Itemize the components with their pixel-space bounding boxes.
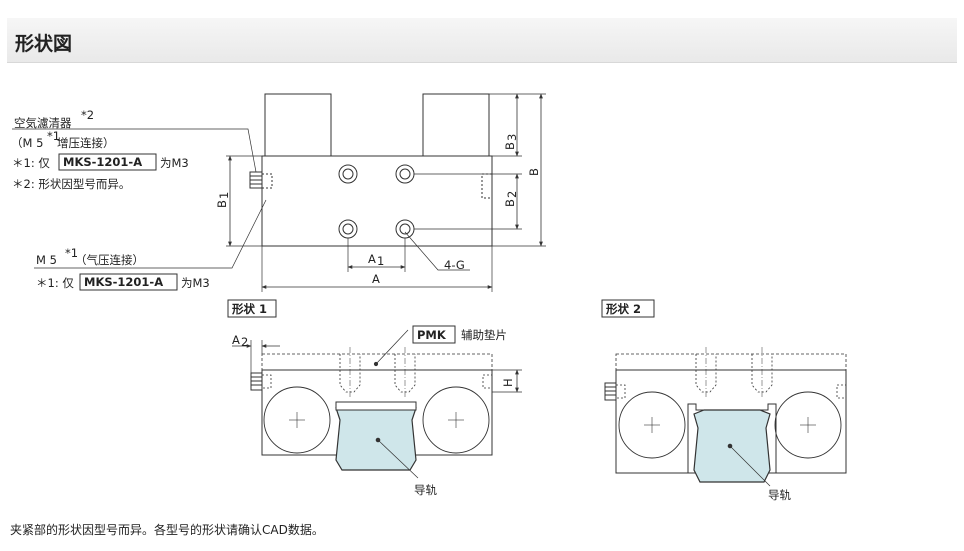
note1-prefix: ＊1: 仅 [12,156,50,170]
note1b-prefix: ＊1: 仅 [36,276,74,290]
dim-a2-label: A [232,333,240,347]
note1-suffix: 为M3 [160,156,189,170]
dim-a1-sub: 1 [377,254,384,268]
m5-boost-open: （M 5 [11,136,43,150]
dim-b2-label: B [503,199,517,207]
pmk-label: PMK [417,328,447,342]
air-filter-label: 空気濾清器 [14,116,72,130]
shape2-view [601,299,847,487]
dim-b3-sub: 3 [505,134,519,141]
m5-pressure-mark: *1 [65,246,78,260]
section-header: 形状図 [7,18,957,63]
dim-b1-sub: 1 [217,192,231,199]
caption: 夹紧部的形状因型号而异。各型号的形状请确认CAD数据。 [10,523,324,537]
dim-b2-sub: 2 [505,191,519,198]
dim-a2-sub: 2 [241,335,248,349]
rail-label-2: 导轨 [768,488,791,502]
dim-b-label: B [527,168,541,176]
rail-label-1: 导轨 [414,483,437,497]
shape1-labels: 形状 1 PMK 辅助垫片 导轨 H A 2 [232,302,515,497]
dim-a-label: A [372,272,380,286]
model-code: MKS-1201-A [63,155,142,169]
shape2-labels: 形状 2 导轨 [606,302,791,502]
dim-h-label: H [501,378,515,387]
dim-a1-label: A [368,252,376,266]
m5-boost-label: 增压连接） [57,136,115,150]
note1b-suffix: 为M3 [181,276,210,290]
pmk-desc: 辅助垫片 [461,328,507,342]
m5-boost-mark: *1 [47,129,60,143]
shape1-title: 形状 1 [232,302,267,316]
dim-4g-label: 4-G [444,258,465,272]
top-view [12,93,546,292]
shape1-view [227,299,522,479]
note2: ＊2: 形状因型号而异。 [12,177,130,191]
m5-pressure-suffix: （气压连接） [75,253,144,267]
top-view-labels: 空気濾清器 *2 （M 5 *1 增压连接） ＊1: 仅 MKS-1201-A … [11,108,541,291]
page-title: 形状図 [15,33,73,55]
air-filter-note-mark: *2 [81,108,94,122]
dim-b1-label: B [215,200,229,208]
model-code-2: MKS-1201-A [84,275,163,289]
dim-b3-label: B [503,142,517,150]
m5-pressure-prefix: M 5 [36,253,57,267]
shape2-title: 形状 2 [606,302,641,316]
